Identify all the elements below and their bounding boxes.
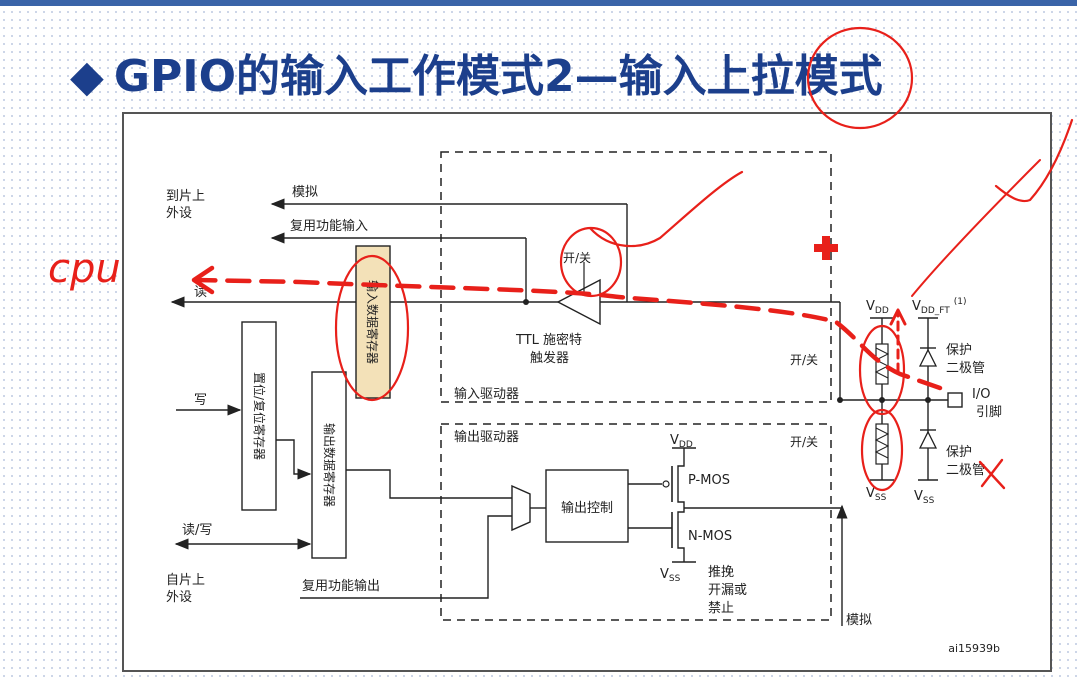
upper-diode-icon xyxy=(918,348,938,367)
to-chip-peripheral-line2: 外设 xyxy=(166,206,192,221)
pullup-vdd-label: VDD xyxy=(866,299,889,316)
set-reset-register-label: 置位/复位寄存器 xyxy=(252,372,267,460)
set-reset-register xyxy=(241,321,277,511)
schmitt-on-off-label: 开/关 xyxy=(563,251,591,265)
push-pull-line3: 禁止 xyxy=(708,601,734,616)
vdd-arrowhead-icon xyxy=(889,308,907,326)
nmos-vss-label: VSS xyxy=(660,567,681,584)
pulldown-on-off-label: 开/关 xyxy=(790,435,818,449)
output-driver-box xyxy=(440,423,832,621)
read-write-label: 读/写 xyxy=(182,523,212,538)
io-pin-icon xyxy=(947,392,963,408)
pin-junction-dot xyxy=(837,397,843,403)
to-chip-peripheral-line1: 到片上 xyxy=(166,189,205,204)
input-driver-box xyxy=(440,151,832,403)
output-control-label: 输出控制 xyxy=(561,500,613,516)
bullet-diamond-icon: ◆ xyxy=(70,51,104,102)
lower-diode-icon xyxy=(918,430,938,449)
write-label: 写 xyxy=(194,393,207,408)
upper-protection-line2: 二极管 xyxy=(946,361,985,376)
analog-top-label: 模拟 xyxy=(292,185,318,200)
register-circle-annotation xyxy=(334,254,410,402)
pullup-zigzag xyxy=(874,347,890,379)
red-plus-horizontal xyxy=(814,244,838,252)
slide-title: ◆GPIO的输入工作模式2—输入上拉模式 xyxy=(70,40,883,102)
pullup-circle-annotation xyxy=(858,324,906,416)
pmos-channel xyxy=(677,456,685,508)
alt-func-output-label: 复用功能输出 xyxy=(302,578,380,594)
pulldown-resistor xyxy=(875,423,889,465)
alt-func-output-line xyxy=(300,515,512,599)
output-driver-label: 输出驱动器 xyxy=(454,429,519,445)
pulldown-vss-label: VSS xyxy=(866,486,887,503)
input-data-register-label: 输入数据寄存器 xyxy=(365,280,380,364)
from-chip-peripheral-line2: 外设 xyxy=(166,590,192,605)
analog-bottom-label: 模拟 xyxy=(846,613,872,628)
title-circle-annotation xyxy=(806,26,914,130)
check-mark-annotation xyxy=(588,170,744,248)
output-control-block xyxy=(545,469,629,543)
output-data-register-label: 输出数据寄存器 xyxy=(322,423,337,507)
figure-id: ai15939b xyxy=(948,642,1000,655)
slide-top-bar xyxy=(0,0,1077,6)
output-reg-to-mux xyxy=(346,469,512,499)
output-mux xyxy=(511,484,531,532)
red-annotations xyxy=(191,26,1074,492)
ttl-schmitt-line1: TTL 施密特 xyxy=(515,332,582,348)
io-pin-label-line1: I/O xyxy=(972,387,990,402)
nmos-channel xyxy=(677,508,685,562)
handwritten-cpu-label: cpu xyxy=(48,246,121,292)
pulldown-circle-annotation xyxy=(860,408,904,492)
lower-protection-line1: 保护 xyxy=(946,445,972,460)
from-chip-peripheral-line1: 自片上 xyxy=(166,573,205,588)
top-right-check-annotation xyxy=(994,118,1074,203)
pmos-label: P-MOS xyxy=(688,473,730,488)
alt-func-input-label: 复用功能输入 xyxy=(290,218,368,234)
cross-mark-icon xyxy=(978,458,1006,490)
push-pull-line1: 推挽 xyxy=(708,565,734,580)
flow-arrowhead-icon xyxy=(191,265,215,295)
data-flow-path-annotation xyxy=(193,277,943,391)
nmos-label: N-MOS xyxy=(688,529,732,544)
vdd-ft-label: VDD_FT(1) xyxy=(912,297,967,316)
push-pull-line2: 开漏或 xyxy=(708,582,747,598)
input-data-register xyxy=(355,245,391,399)
set-to-output-line xyxy=(276,439,312,480)
schmitt-trigger xyxy=(556,278,601,326)
lower-diode-vss-label: VSS xyxy=(914,489,935,506)
junction-dot xyxy=(523,299,529,305)
lower-protection-line2: 二极管 xyxy=(946,463,985,478)
io-pin-label-line2: 引脚 xyxy=(976,404,1002,420)
input-driver-label: 输入驱动器 xyxy=(454,386,519,402)
output-data-register xyxy=(311,371,347,559)
pmos-vdd-label: VDD xyxy=(670,433,693,450)
diagonal-line-annotation xyxy=(911,159,1041,297)
upper-protection-line1: 保护 xyxy=(946,343,972,358)
slide-title-text: GPIO的输入工作模式2—输入上拉模式 xyxy=(113,51,883,102)
pulldown-zigzag xyxy=(874,427,890,459)
ttl-schmitt-line2: 触发器 xyxy=(530,350,569,366)
pmos-bubble xyxy=(662,480,670,488)
pullup-resistor xyxy=(875,343,889,385)
pullup-on-off-label: 开/关 xyxy=(790,353,818,367)
